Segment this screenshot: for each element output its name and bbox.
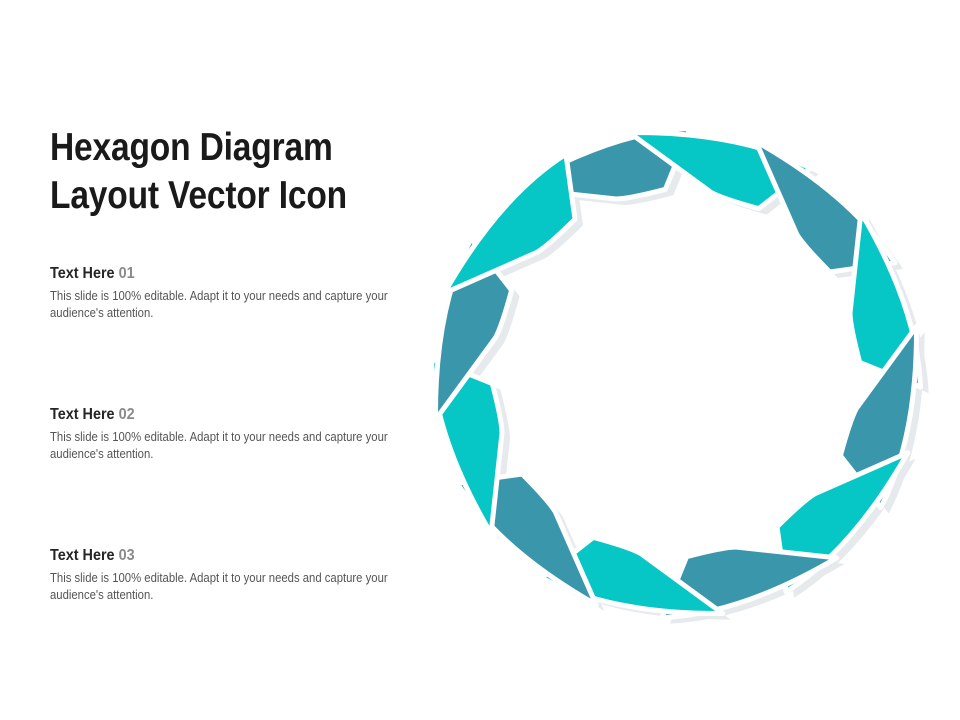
heading-number: 03 [118,547,135,564]
hexagon-segment [441,151,578,296]
text-block-heading: Text Here 01 [50,265,392,283]
text-block-2: Text Here 02 This slide is 100% editable… [50,406,430,462]
text-block-heading: Text Here 02 [50,406,392,424]
text-block-3: Text Here 03 This slide is 100% editable… [50,547,430,603]
hexagon-diagram [428,125,929,624]
heading-label: Text Here [50,547,115,564]
text-block-1: Text Here 01 This slide is 100% editable… [50,265,430,321]
heading-label: Text Here [50,265,115,282]
hexagon-segments [428,125,924,621]
heading-number: 01 [118,265,135,282]
title-line-2: Layout Vector Icon [50,174,347,218]
text-block-description: This slide is 100% editable. Adapt it to… [50,288,388,320]
title-line-1: Hexagon Diagram [50,126,333,170]
heading-number: 02 [118,406,135,423]
text-block-description: This slide is 100% editable. Adapt it to… [50,570,388,602]
heading-label: Text Here [50,406,115,423]
text-block-heading: Text Here 03 [50,547,392,565]
text-block-description: This slide is 100% editable. Adapt it to… [50,429,388,461]
page-title: Hexagon Diagram Layout Vector Icon [50,124,377,220]
